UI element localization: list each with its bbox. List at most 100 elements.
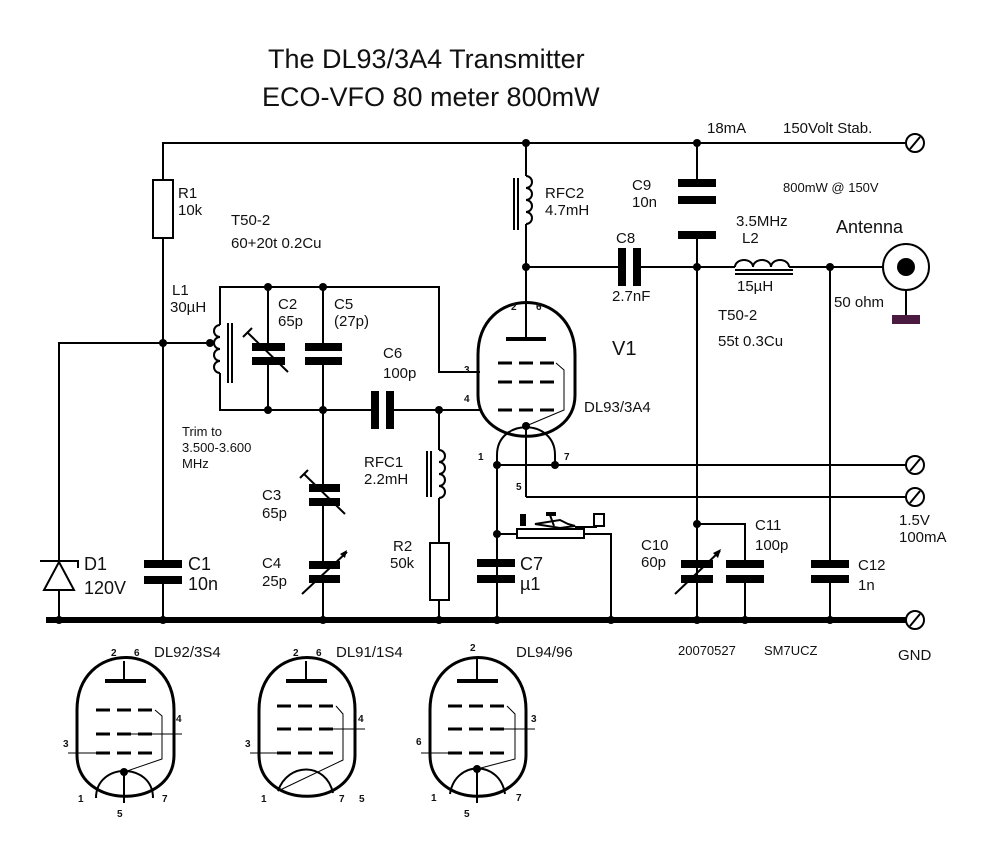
variable-capacitor-c4 (301, 550, 348, 620)
dl91-name: DL91/1S4 (336, 644, 403, 661)
filament-voltage: 1.5V (899, 512, 930, 529)
dl94-pin-3: 3 (531, 714, 537, 725)
dl92-pin-4: 4 (176, 714, 182, 725)
r2-value: 50k (390, 555, 415, 572)
trim-note-line-2: 3.500-3.600 (182, 440, 251, 455)
c5-value: (27p) (334, 313, 369, 330)
dl92-pin-2: 2 (111, 648, 117, 659)
capacitor-c1 (144, 556, 182, 620)
c12-ref: C12 (858, 557, 886, 574)
c9-ref: C9 (632, 177, 651, 194)
r1-ref: R1 (178, 185, 197, 202)
c12-value: 1n (858, 577, 875, 594)
tube-v1 (476, 143, 906, 620)
c3-value: 65p (262, 505, 287, 522)
dl91-pin-6: 6 (316, 648, 322, 659)
dl92-pin-3: 3 (63, 739, 69, 750)
rfc1-value: 2.2mH (364, 471, 408, 488)
r1-value: 10k (178, 202, 203, 219)
c3-ref: C3 (262, 487, 281, 504)
alt-tube-dl91 (250, 656, 365, 798)
l2-winding: 55t 0.3Cu (718, 333, 783, 350)
trimmer-capacitor-c3 (299, 410, 346, 562)
c2-ref: C2 (278, 296, 297, 313)
supply-current: 18mA (707, 120, 746, 137)
c7-ref: C7 (520, 554, 543, 574)
trim-note-line-3: MHz (182, 456, 209, 471)
gnd-label: GND (898, 647, 932, 664)
l2-ref: L2 (742, 230, 759, 247)
title-line-1: The DL93/3A4 Transmitter (268, 44, 585, 74)
footer-author: SM7UCZ (764, 643, 818, 658)
morse-key[interactable] (497, 512, 612, 620)
dl91-pin-4: 4 (358, 714, 364, 725)
capacitor-c12 (811, 560, 849, 620)
zener-diode-d1 (40, 559, 79, 620)
resistor-r2 (429, 542, 450, 620)
dl94-pin-6: 6 (416, 737, 422, 748)
dl91-pin-5: 5 (359, 794, 365, 805)
l1-value: 30µH (170, 299, 206, 316)
c4-ref: C4 (262, 555, 281, 572)
c6-ref: C6 (383, 345, 402, 362)
v1-pin-4: 4 (464, 394, 470, 405)
resistor-r1 (152, 179, 174, 556)
c1-value: 10n (188, 574, 218, 594)
dl94-pin-5: 5 (464, 809, 470, 820)
dl91-pin-3: 3 (245, 739, 251, 750)
d1-ref: D1 (84, 554, 107, 574)
alt-tube-dl94 (421, 656, 535, 803)
dl91-pin-7: 7 (339, 794, 345, 805)
antenna-ground-plate (892, 315, 920, 324)
l2-value: 15µH (737, 278, 773, 295)
filament-terminal-2[interactable] (905, 487, 925, 507)
r2-ref: R2 (393, 538, 412, 555)
gnd-terminal[interactable] (905, 610, 925, 630)
choke-rfc1 (426, 410, 446, 543)
footer-date: 20070527 (678, 643, 736, 658)
c2-value: 65p (278, 313, 303, 330)
v1-pin-3: 3 (464, 365, 470, 376)
dl94-pin-2: 2 (470, 643, 476, 654)
capacitor-c8 (526, 248, 735, 286)
c4-value: 25p (262, 573, 287, 590)
hv-terminal[interactable] (905, 133, 925, 153)
rfc2-value: 4.7mH (545, 202, 589, 219)
power-note: 800mW @ 150V (783, 180, 879, 195)
filament-current: 100mA (899, 529, 947, 546)
ground-bus (46, 616, 906, 624)
c8-ref: C8 (616, 230, 635, 247)
trimmer-capacitor-c2 (242, 287, 289, 410)
hv-label: 150Volt Stab. (783, 120, 872, 137)
dl92-pin-6: 6 (134, 648, 140, 659)
antenna-connector[interactable] (882, 243, 930, 324)
variable-capacitor-c10 (674, 520, 746, 620)
c6-value: 100p (383, 365, 416, 382)
dl92-pin-1: 1 (78, 794, 84, 805)
dl92-pin-7: 7 (162, 794, 168, 805)
l2-core: T50-2 (718, 307, 757, 324)
c8-value: 2.7nF (612, 288, 650, 305)
antenna-label: Antenna (836, 217, 904, 237)
dl94-name: DL94/96 (516, 644, 573, 661)
dl91-pin-1: 1 (261, 794, 267, 805)
c10-value: 60p (641, 554, 666, 571)
dl94-pin-1: 1 (431, 793, 437, 804)
inductor-l2 (734, 259, 897, 562)
trim-note-line-1: Trim to (182, 424, 222, 439)
c5-ref: C5 (334, 296, 353, 313)
antenna-impedance: 50 ohm (834, 294, 884, 311)
c10-ref: C10 (641, 537, 669, 554)
d1-feed-wire (58, 339, 214, 560)
c7-value: µ1 (520, 574, 540, 594)
hv-rail (162, 139, 906, 210)
title-line-2: ECO-VFO 80 meter 800mW (262, 82, 600, 112)
filament-terminal-1[interactable] (905, 455, 925, 475)
dl92-name: DL92/3S4 (154, 644, 221, 661)
c11-value: 100p (755, 537, 788, 554)
l2-freq: 3.5MHz (736, 213, 788, 230)
d1-value: 120V (84, 578, 126, 598)
c9-value: 10n (632, 194, 657, 211)
capacitor-c5 (305, 287, 342, 410)
